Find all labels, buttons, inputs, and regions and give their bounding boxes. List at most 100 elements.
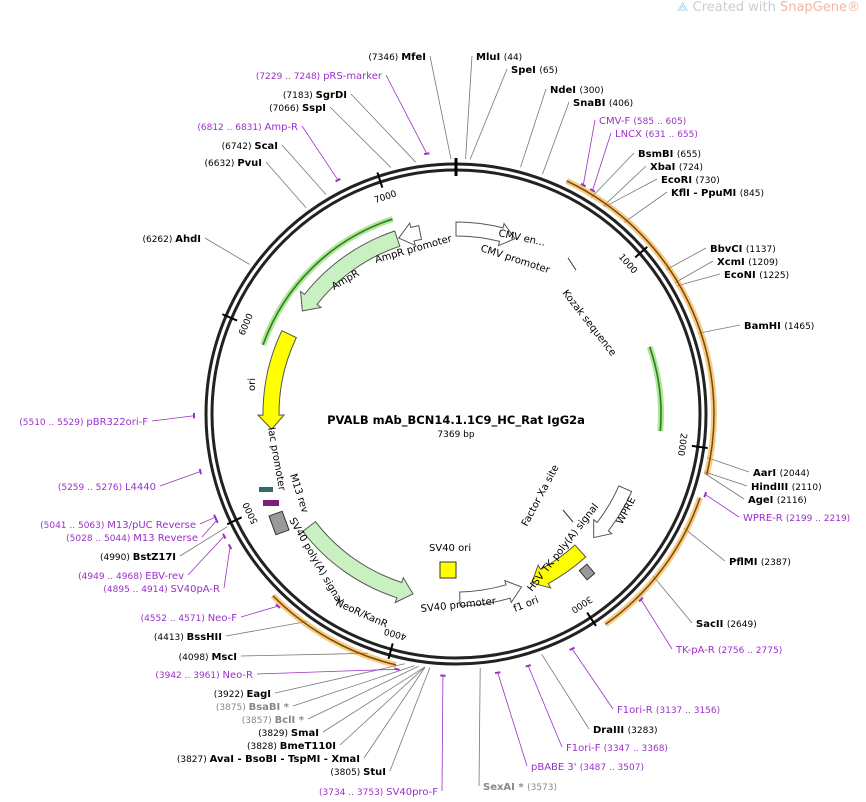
leader-line (705, 494, 740, 518)
enzyme-label-spei: SpeI (65) (511, 65, 558, 76)
leader-line (363, 666, 426, 759)
primer-site-mark (227, 543, 233, 550)
primer-site-mark (569, 646, 575, 651)
primer-site-mark (198, 468, 202, 475)
plasmid-name: PVALB mAb_BCN14.1.1C9_HC_Rat IgG2a (327, 413, 585, 428)
site-name: HindIII (751, 482, 792, 493)
enzyme-label-draiii: DraIII (3283) (593, 725, 658, 736)
tick-label: 6000 (238, 312, 256, 337)
site-position: (2116) (777, 496, 807, 506)
enzyme-label-scai: (6742) ScaI (222, 141, 278, 152)
label-leader-lines (151, 55, 750, 792)
leader-line (441, 675, 444, 792)
leader-line (274, 663, 405, 694)
factor-xa-marker (562, 509, 574, 523)
site-name: pBABE 3' (531, 762, 580, 773)
leader-line (674, 260, 714, 284)
leader-line (497, 672, 528, 767)
site-position: (65) (539, 66, 557, 76)
enzyme-label-xbai: XbaI (724) (650, 162, 703, 173)
site-position: (6632) (205, 159, 238, 169)
site-name: KflI - PpuMI (671, 188, 740, 199)
leader-line (683, 527, 726, 562)
enzyme-label-pvui: (6632) PvuI (205, 158, 262, 169)
enzyme-label-bbvci: BbvCI (1137) (710, 244, 776, 255)
site-position: (3828) (247, 742, 280, 752)
primer-label-f1ori-f: F1ori-F (3347 .. 3368) (566, 743, 668, 754)
leader-line (389, 667, 431, 772)
tick-label: 2000 (675, 432, 688, 456)
primer-site-mark (275, 603, 281, 609)
site-position: (5259 .. 5276) (58, 483, 125, 493)
primer-label-m13-reverse: (5028 .. 5044) M13 Reverse (66, 533, 198, 544)
site-name: Neo-F (208, 613, 238, 624)
site-position: (730) (696, 176, 720, 186)
enzyme-label-sspi: (7066) SspI (269, 103, 326, 114)
site-name: ScaI (254, 141, 278, 152)
leader-line (240, 605, 279, 618)
feature-label-ori: ori (247, 378, 258, 391)
feature-arc-core (272, 595, 397, 666)
leader-line (307, 665, 419, 720)
leader-line (151, 415, 195, 422)
site-position: (3805) (330, 768, 363, 778)
site-position: (6812 .. 6831) (197, 123, 264, 133)
f1-ori-arrow (531, 544, 587, 589)
leader-line (697, 324, 741, 334)
feature-label-sv40-promoter: SV40 promoter (420, 596, 497, 615)
site-name: BclI * (275, 715, 305, 726)
leader-line (592, 132, 612, 191)
site-name: SspI (302, 103, 326, 114)
site-name: SmaI (291, 728, 319, 739)
ampr-arrow (299, 230, 401, 312)
feature-label-f1-ori: f1 ori (512, 595, 540, 615)
site-name: pBR322ori-F (86, 417, 148, 428)
site-position: (2387) (761, 558, 791, 568)
leader-line (571, 648, 614, 710)
feature-label-kozak-sequence: Kozak sequence (560, 288, 618, 358)
primer-site-mark (394, 667, 400, 671)
primer-site-mark (335, 177, 341, 183)
enzyme-label-bmet110i: (3828) BmeT110I (247, 741, 336, 752)
site-position: (585 .. 605) (633, 117, 686, 127)
site-name: BstZ17I (133, 552, 176, 563)
enzyme-label-xcmi: XcmI (1209) (717, 257, 778, 268)
primer-label-pbabe-3: pBABE 3' (3487 .. 3507) (531, 762, 644, 773)
primer-label-l4440: (5259 .. 5276) L4440 (58, 482, 156, 493)
site-name: BsaBI * (249, 702, 290, 713)
primer-label-lncx: LNCX (631 .. 655) (615, 129, 698, 140)
site-position: (3347 .. 3368) (604, 744, 668, 754)
primer-label-ebv-rev: (4949 .. 4968) EBV-rev (78, 571, 184, 582)
leader-line (301, 125, 339, 181)
site-name: L4440 (125, 482, 156, 493)
site-name: AhdI (175, 234, 201, 245)
enzyme-label-ecori: EcoRI (730) (661, 175, 720, 186)
site-position: (1225) (759, 271, 789, 281)
tick-mark (586, 612, 597, 627)
site-name: PflMI (729, 557, 761, 568)
leader-line (666, 247, 707, 271)
site-position: (3137 .. 3156) (656, 706, 720, 716)
site-name: BssHII (187, 632, 222, 643)
site-position: (3942 .. 3961) (155, 671, 222, 681)
tick-mark (634, 246, 648, 259)
watermark-registered-mark: ® (847, 0, 860, 15)
leader-line (604, 178, 658, 208)
site-position: (7183) (283, 91, 316, 101)
site-name: EBV-rev (145, 571, 184, 582)
feature-label-factor-xa-site: Factor Xa site (520, 463, 562, 528)
site-name: CMV-F (599, 116, 633, 127)
site-position: (724) (679, 163, 703, 173)
site-position: (631 .. 655) (645, 130, 698, 140)
enzyme-label-sgrdi: (7183) SgrDI (283, 90, 347, 101)
primer-label-m13-puc-reverse: (5041 .. 5063) M13/pUC Reverse (40, 520, 196, 531)
site-position: (300) (580, 86, 604, 96)
site-name: SnaBI (573, 98, 609, 109)
leader-line (350, 93, 417, 163)
enzyme-label-hindiii: HindIII (2110) (751, 482, 822, 493)
site-position: (2044) (780, 469, 810, 479)
site-position: (6742) (222, 142, 255, 152)
primer-site-mark (222, 533, 227, 539)
leader-line (582, 119, 596, 186)
site-name: XcmI (717, 257, 748, 268)
